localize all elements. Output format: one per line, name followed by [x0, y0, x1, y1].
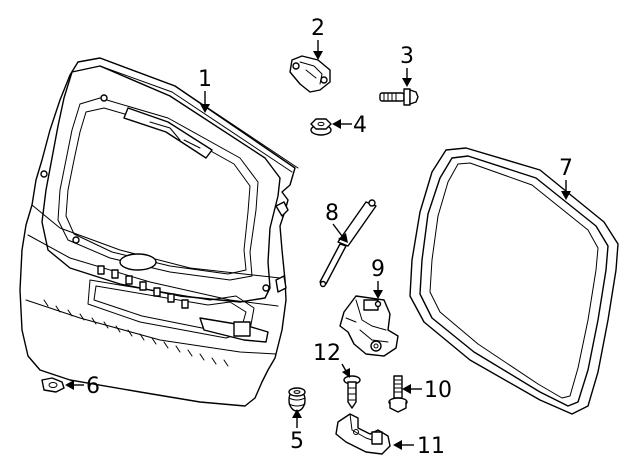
liftgate-part-1 [19, 57, 299, 407]
bolt-part-3 [379, 88, 419, 106]
strut-part-8 [319, 199, 377, 288]
callout-12: 12 [313, 341, 341, 366]
callout-10: 10 [424, 378, 452, 403]
callout-2: 2 [311, 16, 325, 41]
leader-lines [65, 40, 571, 450]
hinge-part-2 [289, 55, 331, 93]
screw-part-12 [343, 375, 361, 409]
callout-9: 9 [371, 257, 385, 282]
bolt-part-10 [388, 375, 408, 413]
callout-8: 8 [325, 201, 339, 226]
clip-part-6 [41, 377, 65, 393]
callout-7: 7 [559, 156, 573, 181]
bumper-stop-part-5 [288, 387, 306, 412]
callout-5: 5 [290, 429, 304, 454]
callout-1: 1 [198, 67, 212, 92]
callout-6: 6 [86, 374, 100, 399]
callout-4: 4 [353, 113, 367, 138]
striker-part-11 [335, 413, 391, 455]
latch-part-9 [339, 295, 399, 357]
nut-part-4 [310, 118, 332, 136]
callout-11: 11 [417, 434, 445, 459]
weatherstrip-part-7 [409, 147, 619, 415]
callout-3: 3 [400, 44, 414, 69]
callout-labels: 1 2 3 4 5 6 7 8 9 10 11 12 [86, 16, 573, 459]
